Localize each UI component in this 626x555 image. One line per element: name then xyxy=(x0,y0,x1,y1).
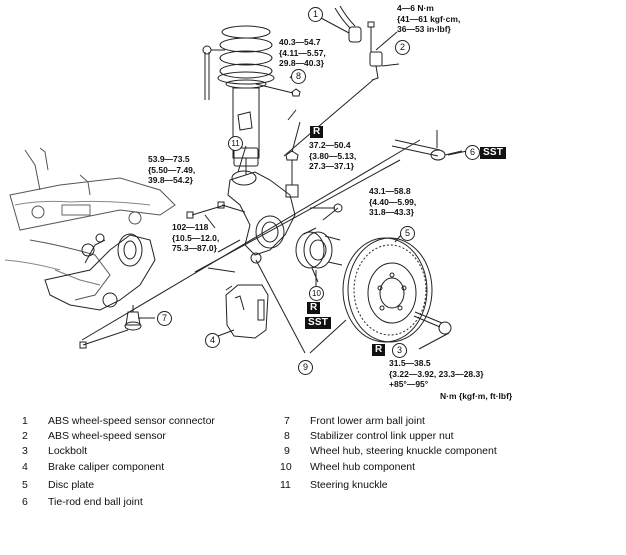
front-lower-arm-drawing xyxy=(44,233,156,311)
callout-10: 10 xyxy=(309,286,324,301)
knuckle-bolts-drawing xyxy=(186,201,343,221)
exploded-view-diagram: 1 2 8 11 6 5 10 7 4 9 3 R SST R SST R 4—… xyxy=(4,3,513,401)
callout-4: 4 xyxy=(205,333,220,348)
r-tag-tie-rod: R xyxy=(310,126,324,138)
brake-caliper-drawing xyxy=(225,284,269,339)
stabilizer-link-drawing xyxy=(202,45,301,100)
leader-lines xyxy=(81,17,468,354)
tie-rod-end-drawing xyxy=(391,130,463,161)
callout-7: 7 xyxy=(157,311,172,326)
callout-9: 9 xyxy=(298,360,313,375)
lockbolt-drawing xyxy=(413,311,452,335)
callout-3: 3 xyxy=(392,343,407,358)
callout-5: 5 xyxy=(400,226,415,241)
torque-spec-lockbolt: 31.5—38.5 {3.22—3.92, 23.3—28.3} +85°—95… xyxy=(389,358,484,389)
torque-spec-stabilizer-nut: 40.3—54.7 {4.11—5.57, 29.8—40.3} xyxy=(279,37,326,68)
ball-joint-drawing xyxy=(79,305,142,349)
torque-spec-ball-joint-bolt: 102—118 {10.5—12.0, 75.3—87.0} xyxy=(172,222,220,253)
callout-8: 8 xyxy=(291,69,306,84)
abs-sensor-drawing xyxy=(283,5,383,157)
wheel-hub-drawing xyxy=(295,227,343,283)
callout-6: 6 xyxy=(465,145,480,160)
torque-spec-knuckle-bolt: 53.9—73.5 {5.50—7.49, 39.8—54.2} xyxy=(148,154,196,185)
callout-11: 11 xyxy=(228,136,243,151)
torque-spec-caliper-bolt: 43.1—58.8 {4.40—5.99, 31.8—43.3} xyxy=(369,186,417,217)
strut-assembly-drawing xyxy=(217,25,275,175)
r-tag-hub: R xyxy=(307,302,321,314)
diagram-drawing xyxy=(4,5,468,354)
sst-tag-hub: SST xyxy=(305,317,332,329)
front-subframe-drawing xyxy=(4,147,176,301)
torque-spec-sensor-bolt: 4—6 N·m {41—61 kgf·cm, 36—53 in·lbf} xyxy=(397,3,461,34)
sst-tag-tie-rod: SST xyxy=(480,147,507,159)
r-tag-lockbolt: R xyxy=(372,344,386,356)
disc-plate-drawing xyxy=(342,237,433,343)
torque-unit-note: N·m {kgf·m, ft·lbf} xyxy=(440,391,513,401)
steering-knuckle-drawing xyxy=(227,150,299,264)
torque-spec-tie-rod-nut: 37.2—50.4 {3.80—5.13, 27.3—37.1} xyxy=(309,140,357,171)
callout-2: 2 xyxy=(395,40,410,55)
callout-1: 1 xyxy=(308,7,323,22)
